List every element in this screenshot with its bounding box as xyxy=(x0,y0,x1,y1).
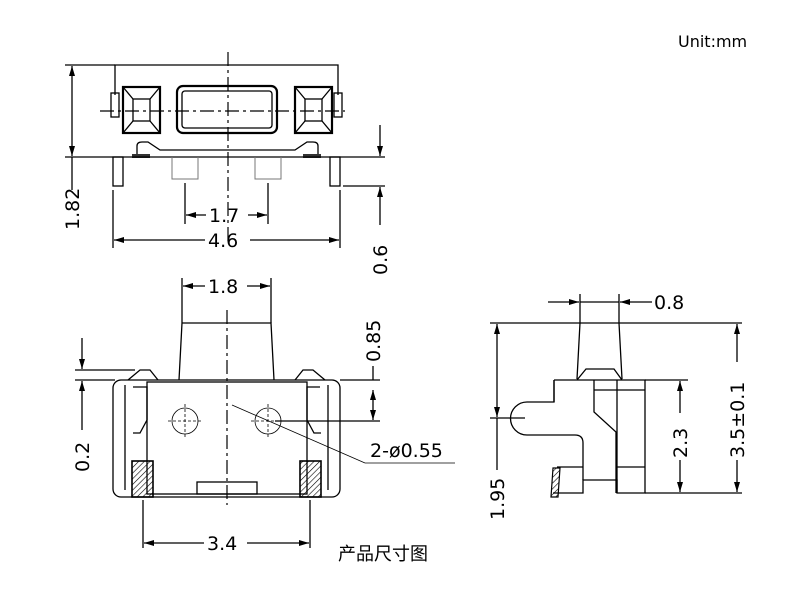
left-button-square xyxy=(121,85,162,135)
dim-pin-pitch-label: 1.7 xyxy=(209,205,239,227)
dim-body-height-label: 2.3 xyxy=(670,428,692,458)
side-view: 0.8 1.95 2.3 3.5±0.1 xyxy=(487,292,749,520)
dim-plunger-depth-label: 0.8 xyxy=(654,292,684,314)
dim-height-label: 1.82 xyxy=(62,188,84,230)
dim-pad-span-label: 3.4 xyxy=(207,533,237,555)
dim-arm-height-label: 1.95 xyxy=(487,478,509,520)
dim-leg-label: 0.6 xyxy=(370,245,392,275)
front-view: 1.8 0.2 0.85 2-ø0.55 3.4 xyxy=(72,276,455,555)
plunger-top xyxy=(175,84,279,135)
top-view: 1.82 1.7 4.6 0.6 xyxy=(62,52,392,275)
right-button-square xyxy=(293,85,334,135)
dim-width-label: 4.6 xyxy=(208,230,238,252)
unit-label: Unit:mm xyxy=(678,32,748,51)
dim-hole-offset-label: 0.85 xyxy=(363,320,385,362)
dim-plunger-width-label: 1.8 xyxy=(208,276,238,298)
dim-total-height-label: 3.5±0.1 xyxy=(727,382,749,458)
right-solder-pad xyxy=(299,460,322,498)
dim-holes-label: 2-ø0.55 xyxy=(370,440,443,462)
drawing-caption: 产品尺寸图 xyxy=(338,544,428,565)
left-solder-pad xyxy=(131,460,154,498)
dim-offset-label: 0.2 xyxy=(72,442,94,472)
